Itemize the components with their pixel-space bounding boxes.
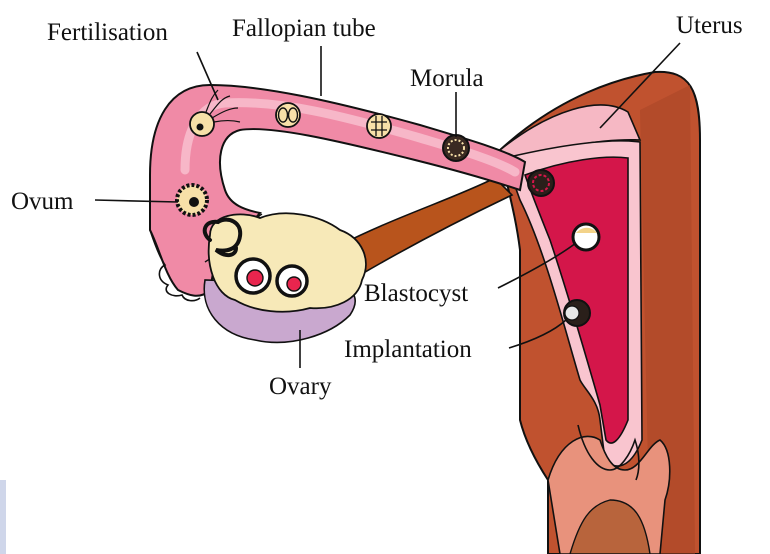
ovum-cell	[177, 185, 207, 215]
two-cell-embryo	[276, 103, 300, 127]
label-fertilisation: Fertilisation	[47, 19, 168, 46]
uterus	[500, 72, 700, 554]
label-ovary: Ovary	[269, 373, 332, 400]
ovarian-follicle	[277, 266, 307, 296]
four-cell-embryo	[367, 114, 391, 138]
early-blastocyst	[528, 170, 554, 196]
ovary	[204, 213, 366, 342]
implanting-embryo	[564, 300, 590, 326]
label-uterus: Uterus	[676, 12, 743, 39]
label-implantation: Implantation	[344, 336, 472, 363]
left-edge-mark	[0, 480, 6, 554]
label-morula: Morula	[410, 65, 484, 92]
ovarian-follicle	[236, 259, 270, 293]
blastocyst-cell	[573, 224, 599, 250]
label-ovum: Ovum	[11, 188, 74, 215]
morula-cell	[443, 135, 469, 161]
label-fallopian-tube: Fallopian tube	[232, 15, 376, 42]
label-blastocyst: Blastocyst	[364, 280, 468, 307]
